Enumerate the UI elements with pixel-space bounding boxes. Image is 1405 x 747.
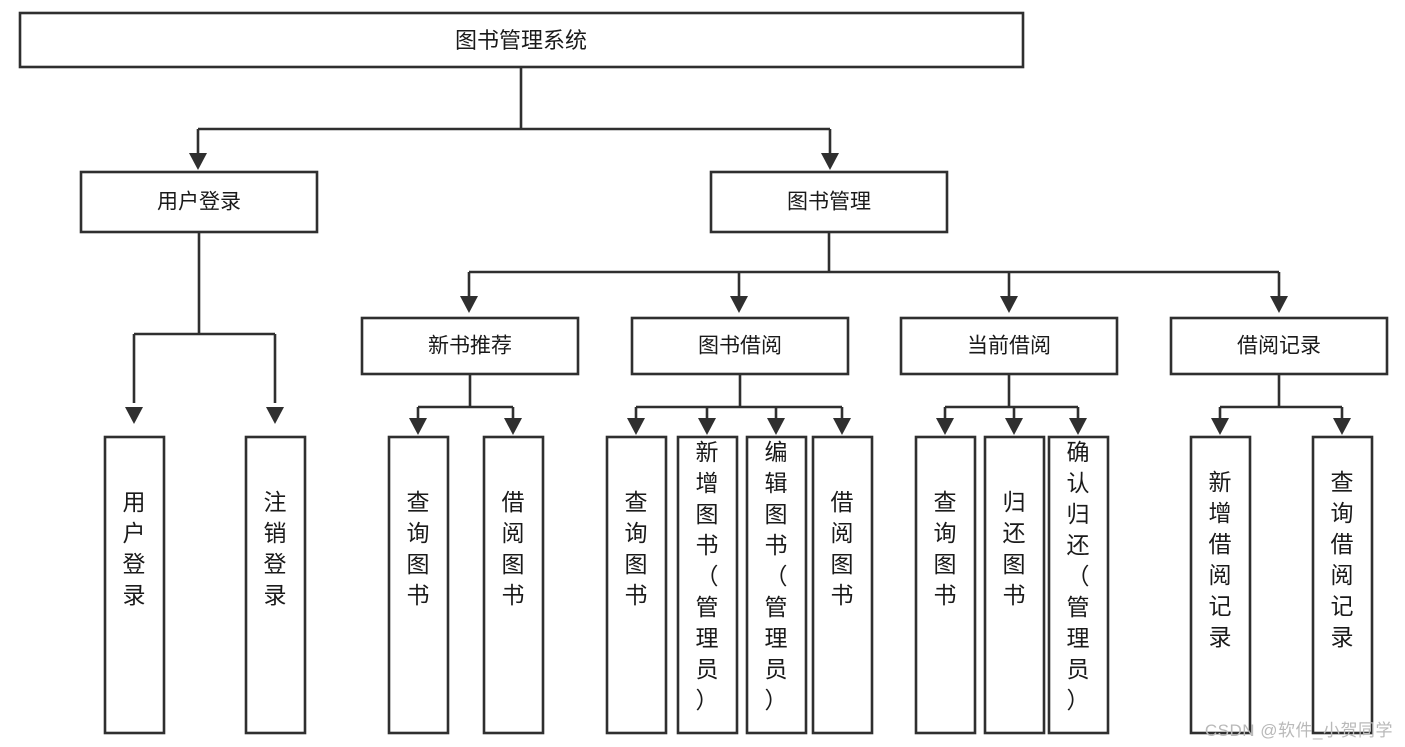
leaf-query-book-1-label: 查询图书 — [407, 489, 430, 608]
connector-current-borrow-to-leaves — [936, 374, 1087, 435]
leaf-query-book-1-box — [387, 435, 450, 735]
arrow-head-icon — [460, 296, 478, 313]
arrow-head-icon — [266, 407, 284, 424]
leaf-query-record-label: 查询借阅记录 — [1331, 469, 1354, 650]
leaf-user-login[interactable]: 用户登录 — [103, 435, 166, 735]
leaf-query-book-1[interactable]: 查询图书 — [387, 435, 450, 735]
leaf-add-book[interactable]: 新增图书（管理员） — [676, 435, 739, 735]
leaf-logout-login-label: 注销登录 — [264, 489, 287, 608]
leaf-query-book-2-label: 查询图书 — [625, 489, 648, 608]
node-root[interactable]: 图书管理系统 — [18, 11, 1025, 69]
arrow-head-icon — [767, 418, 785, 435]
arrow-head-icon — [821, 153, 839, 170]
leaf-return-book[interactable]: 归还图书 — [983, 435, 1046, 735]
node-borrow-record[interactable]: 借阅记录 — [1169, 316, 1389, 376]
arrow-head-icon — [1000, 296, 1018, 313]
leaf-query-record-box — [1311, 435, 1374, 735]
arrow-head-icon — [504, 418, 522, 435]
node-user-login-label: 用户登录 — [157, 191, 241, 214]
leaf-query-book-3-box — [914, 435, 977, 735]
leaf-add-book-box — [676, 435, 739, 735]
arrow-head-icon — [1333, 418, 1351, 435]
leaf-query-book-2-box — [605, 435, 668, 735]
leaf-borrow-book-1[interactable]: 借阅图书 — [482, 435, 545, 735]
node-new-book-recommend[interactable]: 新书推荐 — [360, 316, 580, 376]
leaf-user-login-box — [103, 435, 166, 735]
node-new-book-recommend-label: 新书推荐 — [428, 335, 512, 358]
leaf-logout-login-box — [244, 435, 307, 735]
leaf-confirm-return-label: 确认归还（管理员） — [1067, 439, 1090, 713]
connector-borrow-record-to-leaves — [1211, 374, 1351, 435]
leaf-logout-login[interactable]: 注销登录 — [244, 435, 307, 735]
connector-book-borrow-to-leaves — [627, 374, 851, 435]
leaf-edit-book-label: 编辑图书（管理员） — [765, 439, 788, 713]
arrow-head-icon — [125, 407, 143, 424]
leaf-borrow-book-1-box — [482, 435, 545, 735]
connector-user-login-to-leaves — [125, 232, 284, 424]
arrow-head-icon — [936, 418, 954, 435]
leaf-borrow-book-2[interactable]: 借阅图书 — [811, 435, 874, 735]
node-root-box — [18, 11, 1025, 69]
leaf-query-book-2[interactable]: 查询图书 — [605, 435, 668, 735]
node-book-borrow-label: 图书借阅 — [698, 335, 782, 358]
leaf-add-book-label: 新增图书（管理员） — [696, 439, 719, 713]
node-new-book-recommend-box — [360, 316, 580, 376]
arrow-head-icon — [627, 418, 645, 435]
leaf-borrow-book-2-label: 借阅图书 — [831, 489, 854, 608]
leaf-confirm-return[interactable]: 确认归还（管理员） — [1047, 435, 1110, 735]
node-borrow-record-label: 借阅记录 — [1237, 335, 1321, 358]
leaf-return-book-label: 归还图书 — [1003, 489, 1026, 608]
node-current-borrow-label: 当前借阅 — [967, 335, 1051, 358]
connector-root-to-level2 — [189, 67, 839, 170]
node-book-manage[interactable]: 图书管理 — [709, 170, 949, 234]
arrow-head-icon — [1211, 418, 1229, 435]
leaf-edit-book-box — [745, 435, 808, 735]
arrow-head-icon — [833, 418, 851, 435]
leaf-query-record[interactable]: 查询借阅记录 — [1311, 435, 1374, 735]
arrow-head-icon — [409, 418, 427, 435]
leaf-query-book-3-label: 查询图书 — [934, 489, 957, 608]
node-book-borrow[interactable]: 图书借阅 — [630, 316, 850, 376]
leaf-borrow-book-1-label: 借阅图书 — [502, 489, 525, 608]
leaf-add-record[interactable]: 新增借阅记录 — [1189, 435, 1252, 735]
leaf-borrow-book-2-box — [811, 435, 874, 735]
node-current-borrow[interactable]: 当前借阅 — [899, 316, 1119, 376]
arrow-head-icon — [1005, 418, 1023, 435]
node-root-label: 图书管理系统 — [455, 28, 587, 53]
arrow-head-icon — [698, 418, 716, 435]
connector-book-manage-to-level3 — [460, 232, 1288, 313]
leaf-return-book-box — [983, 435, 1046, 735]
connector-new-book-recommend-to-leaves — [409, 374, 522, 435]
node-book-manage-label: 图书管理 — [787, 191, 871, 214]
leaf-confirm-return-box — [1047, 435, 1110, 735]
leaf-edit-book[interactable]: 编辑图书（管理员） — [745, 435, 808, 735]
arrow-head-icon — [189, 153, 207, 170]
leaf-add-record-box — [1189, 435, 1252, 735]
node-user-login-box — [79, 170, 319, 234]
leaf-user-login-label: 用户登录 — [123, 489, 146, 608]
arrow-head-icon — [730, 296, 748, 313]
arrow-head-icon — [1270, 296, 1288, 313]
leaf-query-book-3[interactable]: 查询图书 — [914, 435, 977, 735]
leaf-add-record-label: 新增借阅记录 — [1209, 469, 1232, 650]
node-current-borrow-box — [899, 316, 1119, 376]
node-user-login[interactable]: 用户登录 — [79, 170, 319, 234]
arrow-head-icon — [1069, 418, 1087, 435]
